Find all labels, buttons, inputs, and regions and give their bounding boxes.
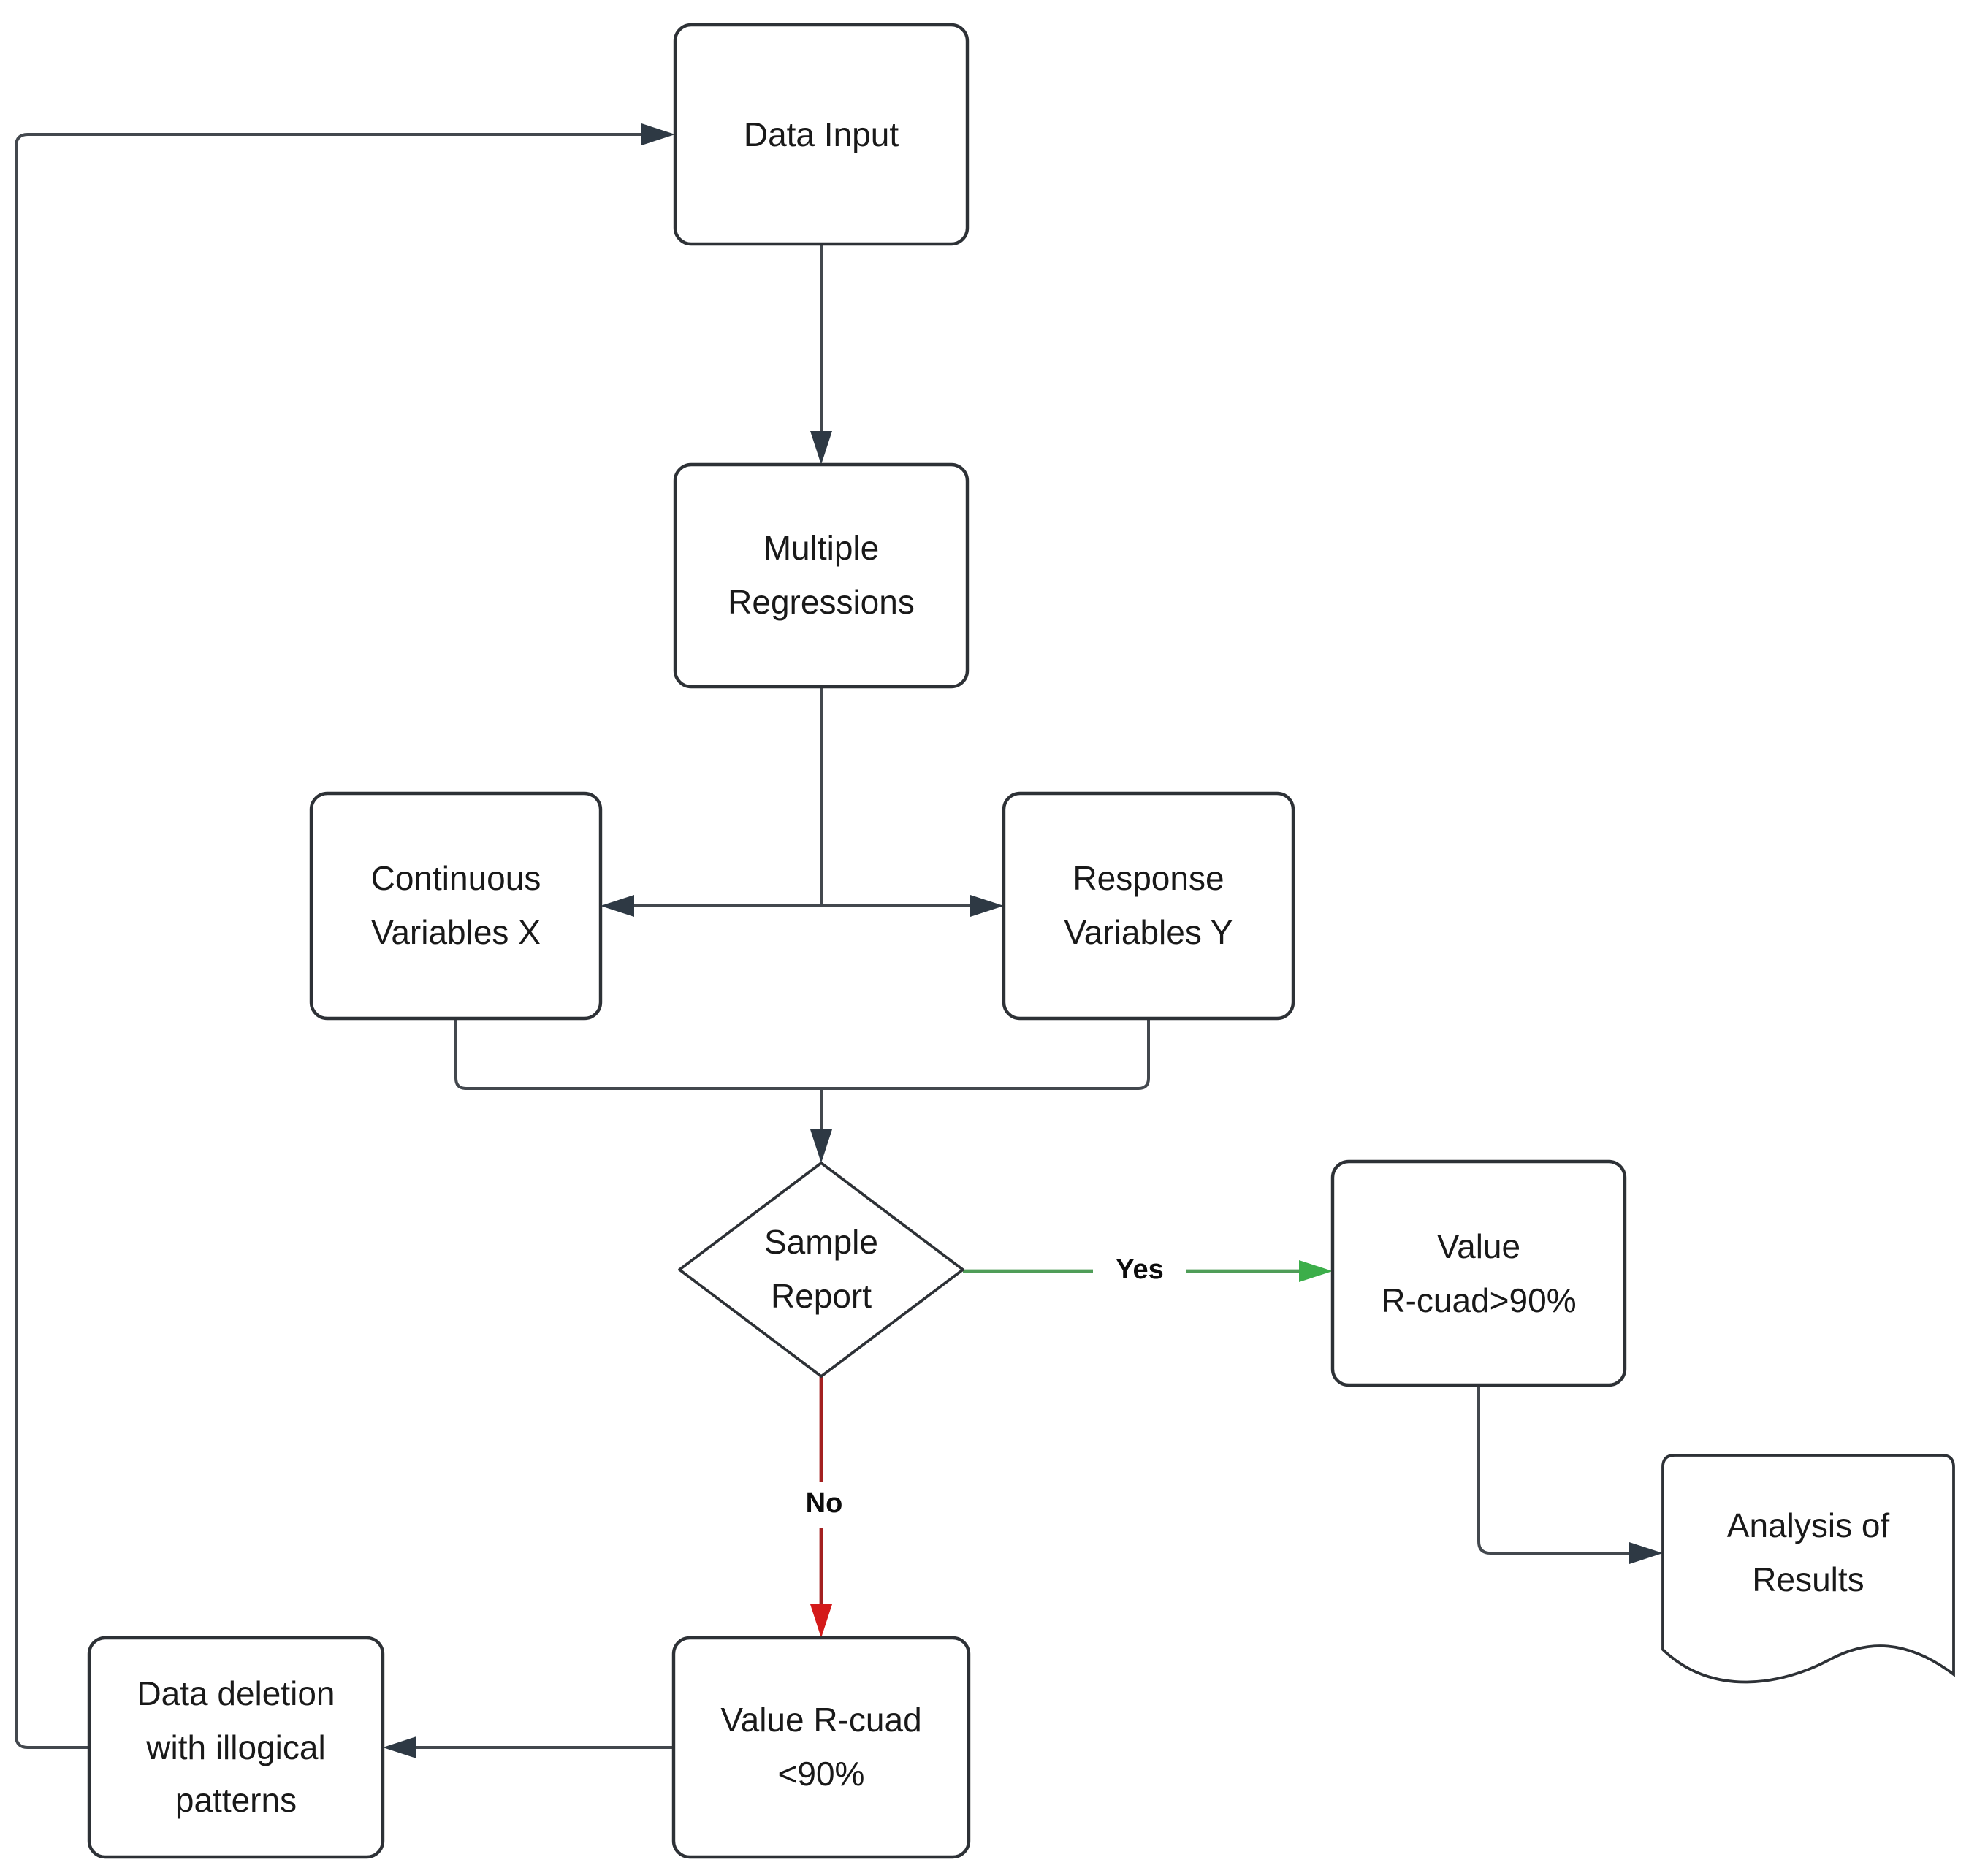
- arrowhead-no: [810, 1604, 832, 1638]
- yes-edge-label: Yes: [1093, 1249, 1186, 1293]
- edge-merge-right: [821, 1018, 1150, 1090]
- arrowhead-into-continuous-x: [601, 895, 634, 917]
- response-variables-y-box: [1002, 791, 1295, 1021]
- arrowhead-into-response-y: [970, 895, 1004, 917]
- arrowhead-yes: [1299, 1260, 1333, 1282]
- data-input-box: [673, 23, 970, 246]
- arrowhead-into-analysis: [1629, 1542, 1663, 1564]
- sample-report-diamond: [678, 1162, 964, 1378]
- analysis-of-results-document: [1661, 1454, 1955, 1684]
- continuous-variables-x-box: [309, 791, 603, 1021]
- value-r-cuad-lt90-box: [671, 1636, 971, 1859]
- arrowhead-into-data-deletion: [383, 1736, 416, 1758]
- arrowhead-into-multiple-regressions: [810, 431, 832, 465]
- edge-feedback-loop: [15, 133, 641, 1749]
- value-r-cuad-gt90-box: [1330, 1159, 1627, 1387]
- data-deletion-box: [87, 1636, 385, 1859]
- arrowhead-into-data-input: [641, 123, 675, 145]
- edge-merge-left: [454, 1018, 821, 1090]
- edge-regressions-split: [634, 687, 970, 907]
- edge-gt90-to-analysis: [1477, 1385, 1629, 1555]
- multiple-regressions-box: [673, 462, 970, 689]
- arrowhead-into-sample-report: [810, 1129, 832, 1163]
- no-edge-label: No: [786, 1482, 862, 1528]
